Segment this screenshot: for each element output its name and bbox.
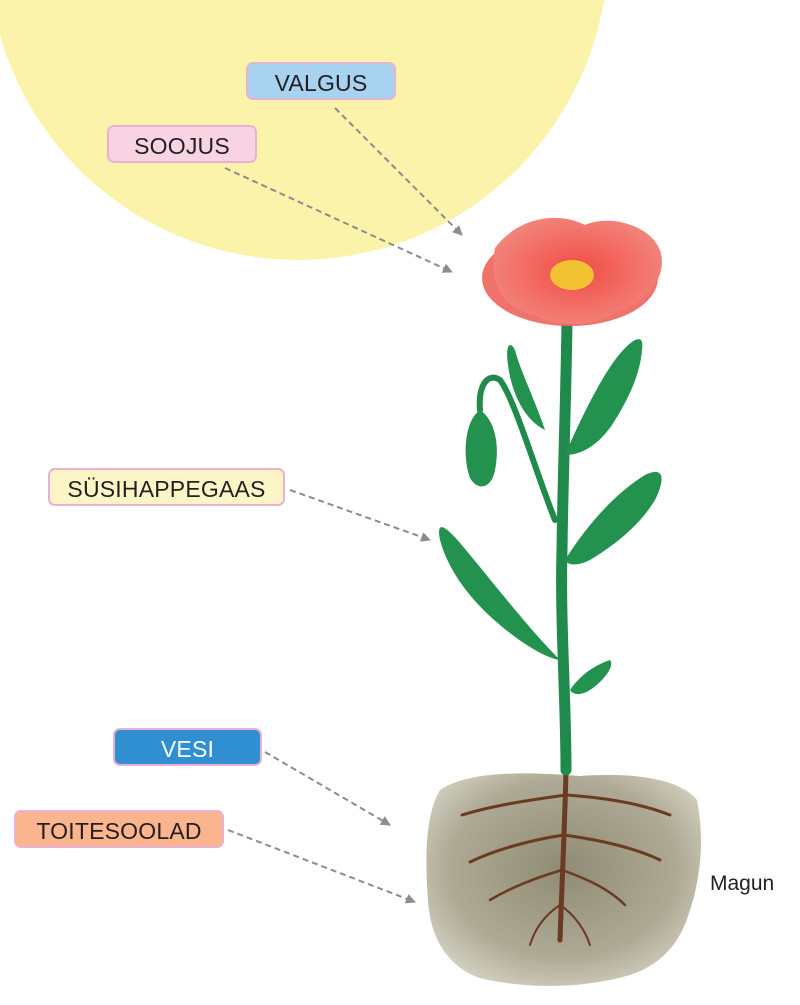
bud <box>465 410 497 487</box>
arrow-soojus <box>224 167 453 273</box>
arrow-toitesoolad <box>227 829 416 904</box>
flower <box>482 217 662 326</box>
label-susihappegaas: SÜSIHAPPEGAAS <box>48 468 285 506</box>
label-soojus: SOOJUS <box>107 125 257 163</box>
arrow-susihappegaas <box>289 489 431 542</box>
label-vesi: VESI <box>113 728 262 766</box>
stem <box>556 314 573 776</box>
label-toitesoolad: TOITESOOLAD <box>14 810 224 848</box>
flower-center <box>550 260 594 290</box>
arrows <box>224 107 463 904</box>
bud-stalk <box>476 374 558 523</box>
plant-name: Magun <box>710 872 775 895</box>
label-valgus: VALGUS <box>246 62 396 100</box>
roots <box>460 767 672 946</box>
leaves <box>439 339 662 695</box>
arrow-vesi <box>264 751 391 826</box>
sun <box>0 0 604 260</box>
